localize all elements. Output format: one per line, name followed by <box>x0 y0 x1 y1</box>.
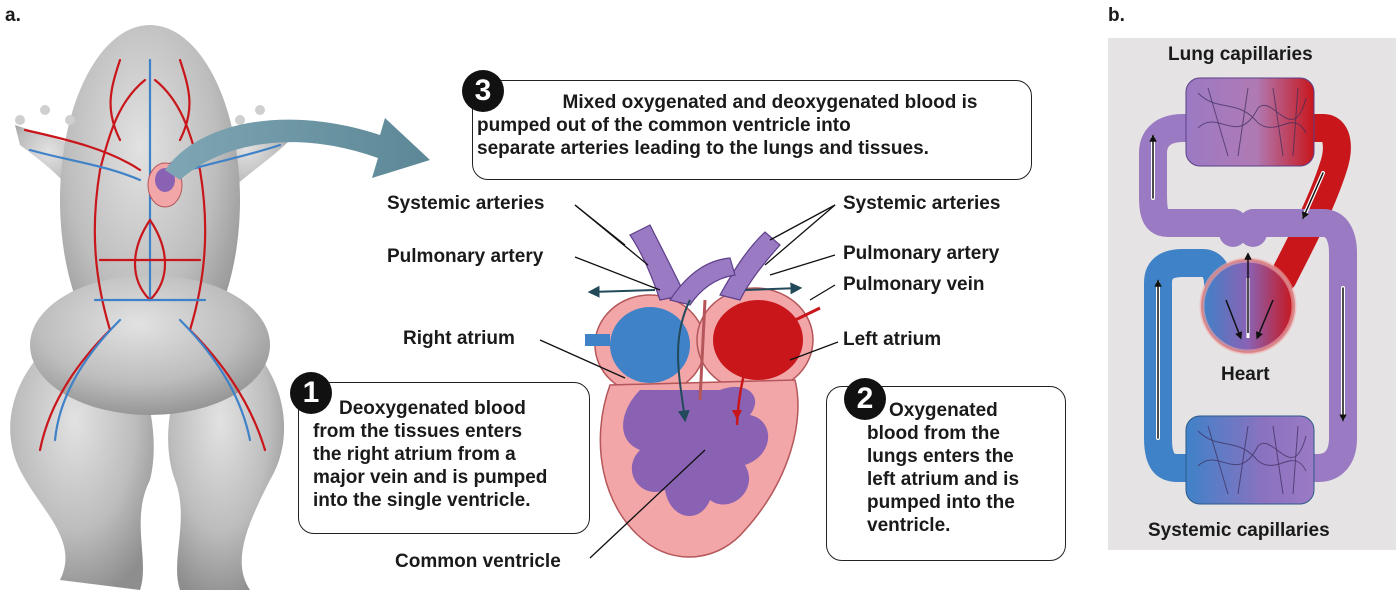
leader-lines <box>539 204 839 559</box>
callout-1-line: the right atrium from a <box>313 444 516 465</box>
callout-1-number: 1 <box>290 372 332 414</box>
callout-1-line: into the single ventricle. <box>313 490 531 511</box>
label-systemic-arteries-left: Systemic arteries <box>387 193 545 214</box>
callout-2-line: ventricle. <box>867 515 951 536</box>
label-systemic-arteries-right: Systemic arteries <box>843 193 1001 214</box>
label-pulmonary-artery-left: Pulmonary artery <box>387 246 544 267</box>
heart-detail <box>585 224 821 558</box>
callout-2-line: Oxygenated <box>889 400 998 421</box>
circulation-diagram <box>1139 77 1357 505</box>
callout-3-line: pumped out of the common ventricle into <box>477 115 851 136</box>
frog-illustration <box>10 25 290 590</box>
callout-2-line: left atrium and is <box>867 469 1020 490</box>
label-systemic-capillaries: Systemic capillaries <box>1148 520 1330 541</box>
label-pulmonary-vein: Pulmonary vein <box>843 274 985 295</box>
callout-2-line: lungs enters the <box>867 446 1014 467</box>
label-heart: Heart <box>1221 364 1270 385</box>
lung-capillary-bed <box>1185 77 1315 167</box>
callout-2-line: pumped into the <box>867 492 1015 513</box>
panel-a-label: a. <box>5 5 21 26</box>
callout-2-line: blood from the <box>867 423 1000 444</box>
systemic-capillary-bed <box>1185 415 1315 505</box>
callout-1-line: from the tissues enters <box>313 421 523 442</box>
panel-b-label: b. <box>1108 5 1125 26</box>
label-common-ventricle: Common ventricle <box>395 551 561 572</box>
label-left-atrium: Left atrium <box>843 329 942 350</box>
callout-3-line: Mixed oxygenated and deoxygenated blood … <box>562 92 978 113</box>
callout-1: Deoxygenated blood from the tissues ente… <box>298 382 590 534</box>
callout-3-number: 3 <box>462 70 504 112</box>
label-pulmonary-artery-right: Pulmonary artery <box>843 243 1000 264</box>
callout-3-line: separate arteries leading to the lungs a… <box>477 138 929 159</box>
label-lung-capillaries: Lung capillaries <box>1168 44 1313 65</box>
label-right-atrium: Right atrium <box>403 328 515 349</box>
callout-3: Mixed oxygenated and deoxygenated blood … <box>472 80 1032 180</box>
callout-2-number: 2 <box>844 378 886 420</box>
zoom-arrow <box>165 118 430 180</box>
panel-b-circulation: Lung capillaries Heart Systemic capillar… <box>1108 38 1396 550</box>
callout-1-line: major vein and is pumped <box>313 467 548 488</box>
callout-1-line: Deoxygenated blood <box>339 398 526 419</box>
